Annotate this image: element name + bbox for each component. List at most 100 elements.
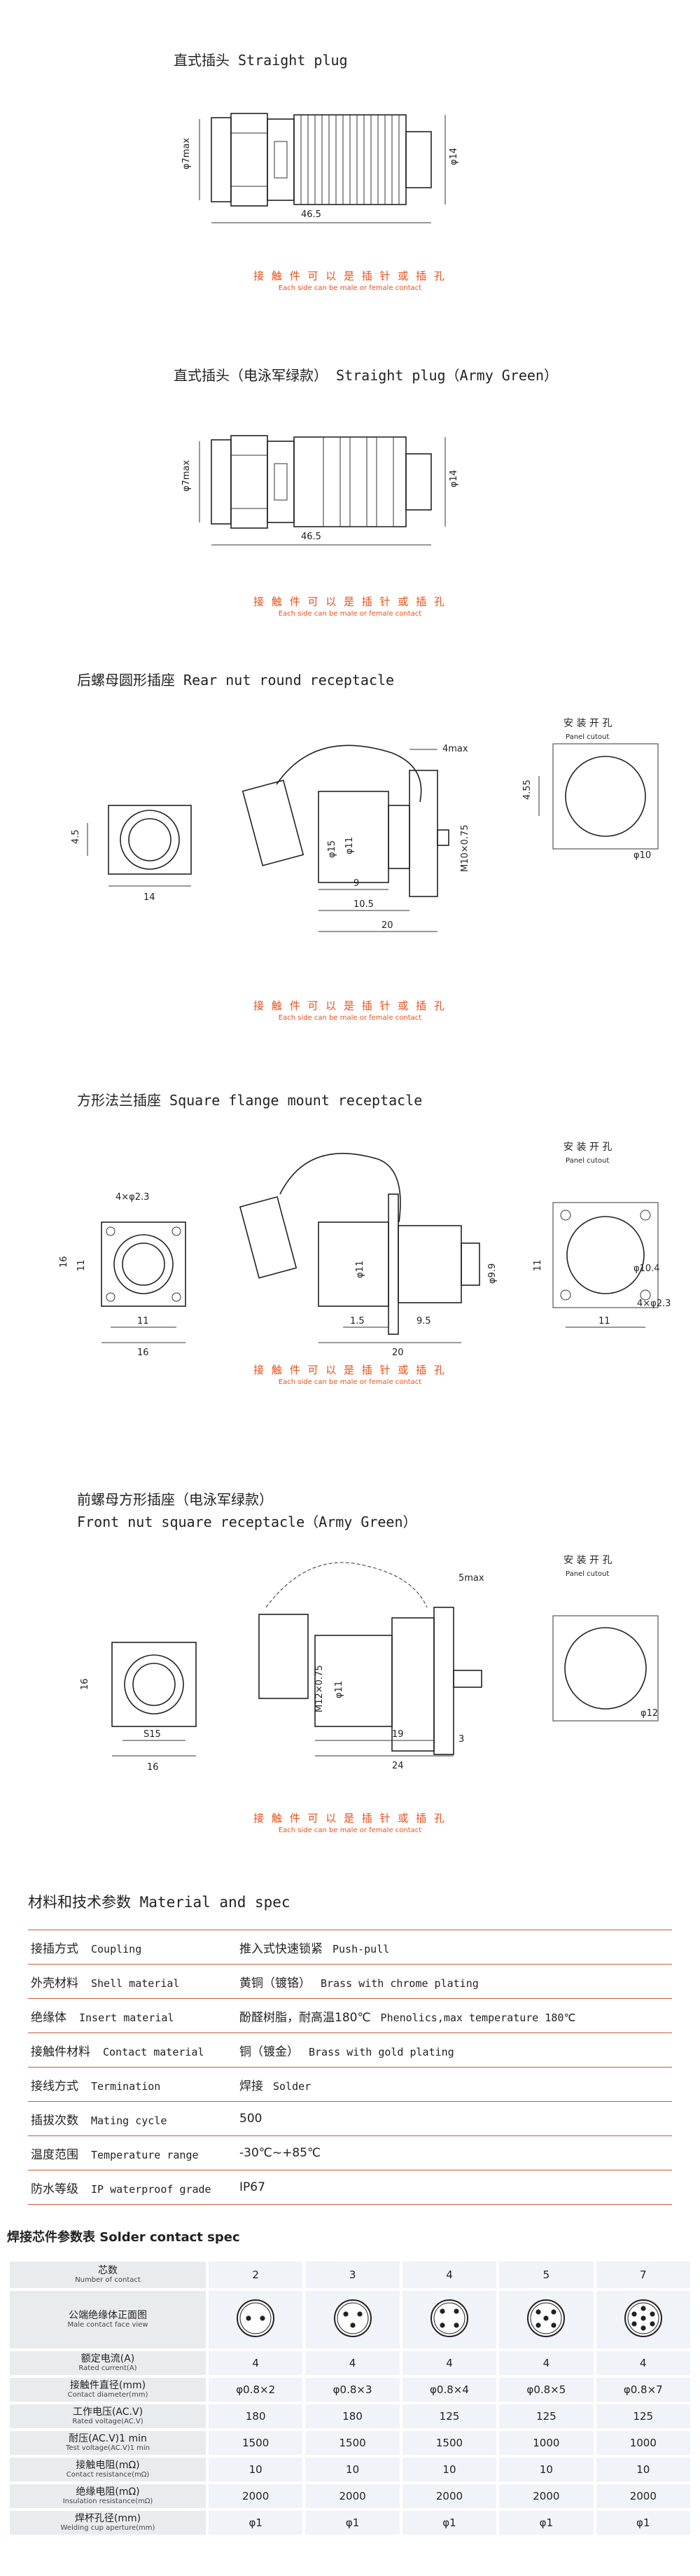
solder-cell: 1500 (209, 2431, 303, 2455)
solder-cell: 4 (499, 2351, 594, 2375)
section-title-front-nut: 前螺母方形插座（电泳军绿款） (77, 1491, 273, 1508)
dim-label: 10.5 (354, 899, 374, 910)
solder-cell: 1000 (596, 2431, 690, 2455)
panel-cutout-en: Panel cutout (566, 1157, 609, 1165)
solder-face-cell (499, 2291, 594, 2348)
dim-label: 11 (76, 1259, 87, 1271)
solder-row-label-cn: 耐压(AC.V)1 min (69, 2433, 147, 2444)
solder-cell: 10 (499, 2458, 594, 2481)
solder-cell: 10 (305, 2458, 400, 2481)
material-label-cn: 防水等级 (31, 2182, 78, 2196)
solder-row-label-cn: 工作电压(AC.V) (72, 2407, 144, 2418)
note-cn: 接 触 件 可 以 是 插 针 或 插 孔 (253, 1364, 447, 1376)
solder-row-label-cn: 接触件直径(mm) (69, 2380, 146, 2391)
material-label-cn: 插拔次数 (31, 2113, 78, 2128)
solder-cell: 2000 (402, 2484, 497, 2508)
solder-cell: 125 (596, 2404, 690, 2428)
dim-label: φ15 (327, 840, 337, 858)
dim-label: 16 (80, 1678, 90, 1690)
solder-row-label-en: Contact resistance(mΩ) (66, 2471, 150, 2479)
solder-cell: 10 (596, 2458, 690, 2481)
solder-face-cell (596, 2291, 690, 2348)
dim-label: 4.5 (71, 829, 81, 844)
contact-note: 接 触 件 可 以 是 插 针 或 插 孔 Each side can be m… (175, 1362, 525, 1386)
dim-label: φ12 (640, 1708, 658, 1719)
panel-cutout-en: Panel cutout (566, 733, 609, 741)
dim-label: φ14 (449, 470, 459, 487)
solder-row-label-en: Test voltage(AC.V)1 min (65, 2444, 150, 2452)
contact-note: 接 触 件 可 以 是 插 针 或 插 孔 Each side can be m… (175, 1810, 525, 1834)
solder-row-label: 绝缘电阻(mΩ)Insulation resistance(mΩ) (10, 2484, 206, 2508)
solder-row-label-cn: 绝缘电阻(mΩ) (76, 2486, 140, 2498)
material-value-cn: -30℃~+85℃ (239, 2146, 321, 2160)
dim-label: 9.5 (416, 1316, 431, 1327)
dim-label: φ11 (344, 837, 355, 854)
square-flange-drawing: 4×φ2.3 16 11 11 16 φ11 φ9.9 1.5 9.5 20 安… (59, 1142, 671, 1358)
note-en: Each side can be male or female contact (278, 1014, 422, 1022)
dim-label: φ14 (449, 148, 459, 165)
solder-column-header: 2 (209, 2262, 303, 2288)
dim-label: 4×φ2.3 (115, 1192, 149, 1203)
section-title-square-flange: 方形法兰插座 Square flange mount receptacle (77, 1092, 423, 1109)
solder-cell: 125 (499, 2404, 594, 2428)
contact-face-icon (430, 2299, 468, 2337)
solder-column-header: 3 (305, 2262, 400, 2288)
solder-cell: 180 (209, 2404, 303, 2428)
material-label-en: Termination (91, 2079, 161, 2093)
material-label-cn: 温度范围 (31, 2147, 78, 2162)
material-title: 材料和技术参数 Material and spec (28, 1894, 290, 1911)
material-value: 500 (237, 2101, 672, 2136)
material-value: 铜（镀金）Brass with gold plating (237, 2033, 672, 2068)
solder-cell: 2000 (305, 2484, 400, 2508)
solder-row-label: 额定电流(A)Rated current(A) (10, 2351, 206, 2375)
section-title-straight-plug: 直式插头 Straight plug (174, 52, 348, 69)
solder-cell: 4 (209, 2351, 303, 2375)
solder-cell: 10 (402, 2458, 497, 2481)
panel-cutout-en: Panel cutout (566, 1570, 609, 1578)
solder-row-label-en: Insulation resistance(mΩ) (62, 2498, 153, 2505)
material-value-cn: 500 (239, 2112, 262, 2126)
note-en: Each side can be male or female contact (278, 610, 422, 618)
dim-label: 16 (59, 1256, 69, 1268)
straight-plug-drawing: φ7max φ14 46.5 (181, 113, 459, 223)
solder-row-label: 工作电压(AC.V)Rated voltage(AC.V) (10, 2404, 206, 2428)
dim-label: 24 (392, 1761, 404, 1771)
dim-label: 4max (442, 744, 468, 754)
solder-row-label-cn: 公端绝缘体正面图 (69, 2310, 147, 2321)
dim-label: 46.5 (301, 532, 321, 542)
solder-row-label-cn: 焊杯孔径(mm) (74, 2513, 141, 2524)
dim-label: S15 (144, 1729, 161, 1740)
straight-plug-green-drawing: φ7max φ14 46.5 (181, 435, 459, 546)
note-cn: 接 触 件 可 以 是 插 针 或 插 孔 (253, 270, 447, 282)
contact-face-icon (333, 2299, 372, 2337)
material-value: -30℃~+85℃ (237, 2135, 672, 2170)
note-cn: 接 触 件 可 以 是 插 针 或 插 孔 (253, 1812, 447, 1824)
dim-label: 11 (137, 1316, 149, 1327)
panel-cutout-cn: 安 装 开 孔 (564, 1555, 612, 1566)
dim-label: 19 (392, 1729, 404, 1740)
note-cn: 接 触 件 可 以 是 插 针 或 插 孔 (253, 999, 447, 1012)
material-label-cn: 绝缘体 (31, 2010, 66, 2025)
material-value-en: Push-pull (332, 1942, 390, 1955)
solder-column-header: 7 (596, 2262, 690, 2288)
